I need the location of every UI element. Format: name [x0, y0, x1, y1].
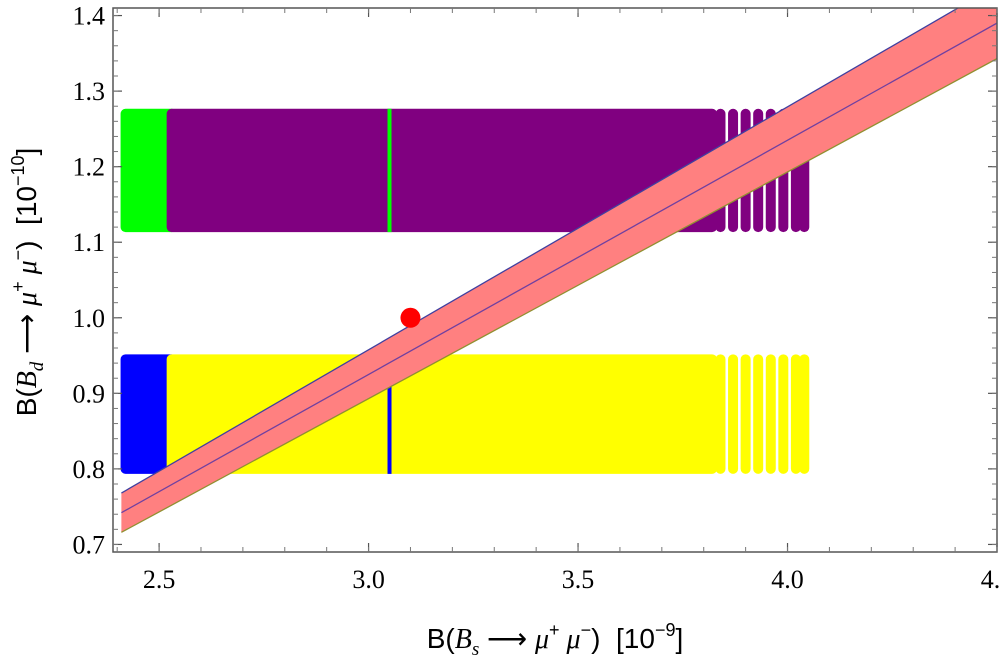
x-axis-title: B(Bs ⟶ μ+ μ−) [10−9] — [427, 620, 684, 660]
scatter-stripe-1-3 — [753, 354, 764, 474]
scatter-stripe-1-1 — [728, 354, 739, 474]
y-tick-label: 0.7 — [73, 530, 106, 559]
scatter-region-3 — [166, 354, 718, 474]
scatter-stripe-1-2 — [740, 354, 751, 474]
scatter-region-1 — [166, 108, 718, 233]
plot-area — [120, 8, 997, 533]
prediction-band — [121, 8, 997, 533]
band-upper-edge — [121, 8, 960, 494]
scatter-gap-0 — [387, 108, 392, 233]
y-tick-label: 1.4 — [73, 2, 106, 31]
band-central-line — [121, 22, 997, 514]
y-tick-label: 1.3 — [73, 77, 106, 106]
scatter-stripe-1-5 — [778, 354, 789, 474]
y-tick-label: 0.9 — [73, 379, 106, 408]
band-lower-edge — [121, 58, 997, 533]
y-axis-title: B(Bd ⟶ μ+ μ−) [10−10] — [8, 148, 48, 417]
y-tick-label: 1.1 — [73, 228, 106, 257]
scatter-region-2 — [120, 354, 177, 474]
scatter-stripe-1-4 — [765, 354, 776, 474]
y-tick-label: 1.2 — [73, 153, 106, 182]
scatter-stripe-1-6 — [790, 354, 801, 474]
x-tick-label: 2.5 — [143, 565, 176, 594]
scatter-stripe-1-0 — [715, 354, 726, 474]
plot-frame — [112, 7, 998, 553]
scatter-stripe-1-7 — [799, 354, 810, 474]
scatter-region-0 — [120, 108, 177, 233]
x-tick-label: 4.0 — [771, 565, 804, 594]
x-tick-label: 3.5 — [562, 565, 595, 594]
x-tick-label: 4.5 — [981, 565, 1000, 594]
highlight-point — [400, 307, 421, 328]
x-tick-label: 3.0 — [352, 565, 385, 594]
axis-ticks: 2.5 3.0 3.5 4.0 4.5 0.7 0.8 0.9 1.0 1.1 1.2 1.3 1.4 — [73, 2, 1000, 594]
scatter-gap-1 — [387, 354, 392, 474]
y-tick-label: 1.0 — [73, 304, 106, 333]
y-tick-label: 0.8 — [73, 455, 106, 484]
